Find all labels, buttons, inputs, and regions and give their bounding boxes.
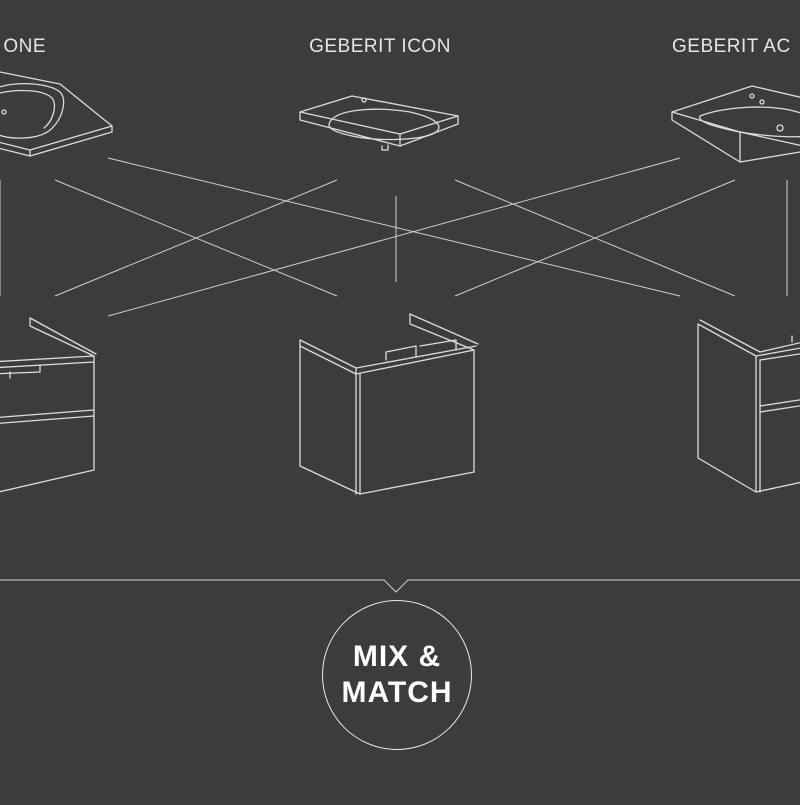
badge-line-1: MIX &: [352, 640, 442, 673]
connector-lines: [0, 157, 788, 317]
basin-left: [0, 71, 113, 157]
basin-center: [299, 95, 459, 151]
product-label-center: GEBERIT ICON: [309, 36, 451, 57]
connector-right-to-left: [107, 157, 681, 317]
product-label-right: GEBERIT AC: [672, 36, 791, 57]
mix-match-badge: MIX & MATCH: [322, 600, 472, 750]
connector-center-to-left: [54, 179, 338, 297]
basin-right: [671, 85, 800, 163]
connector-left-to-right: [107, 157, 681, 297]
bracket-line: [0, 579, 800, 593]
cabinet-right: [697, 319, 800, 493]
connector-right-to-center: [454, 179, 736, 297]
badge-line-2: MATCH: [341, 676, 453, 709]
cabinet-center: [299, 313, 479, 495]
product-label-left: ONE: [3, 36, 46, 57]
cabinet-left: [0, 317, 97, 493]
